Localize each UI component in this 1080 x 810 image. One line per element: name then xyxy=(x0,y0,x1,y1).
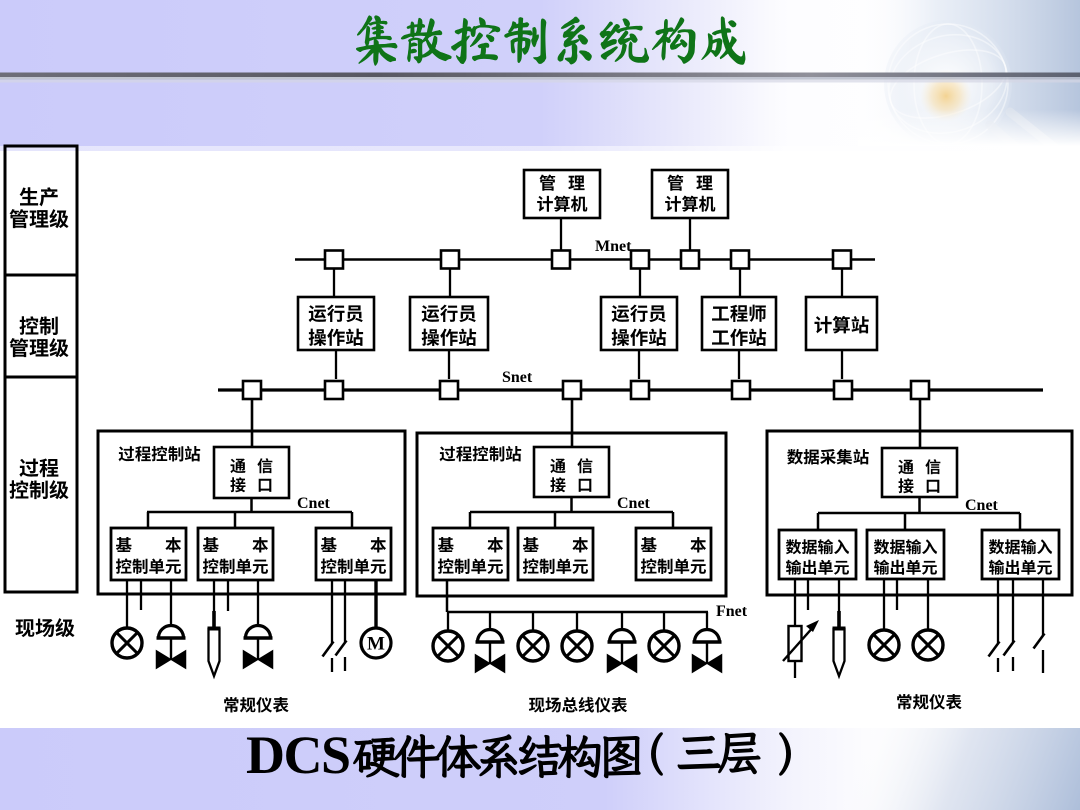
svg-text:Cnet: Cnet xyxy=(965,497,999,514)
svg-text:Snet: Snet xyxy=(502,369,533,386)
svg-text:M: M xyxy=(367,634,385,655)
svg-text:DCS: DCS xyxy=(246,725,350,785)
svg-text:Cnet: Cnet xyxy=(617,495,651,512)
svg-text:Fnet: Fnet xyxy=(716,603,748,620)
svg-text:Mnet: Mnet xyxy=(595,238,632,255)
svg-text:Cnet: Cnet xyxy=(297,495,331,512)
